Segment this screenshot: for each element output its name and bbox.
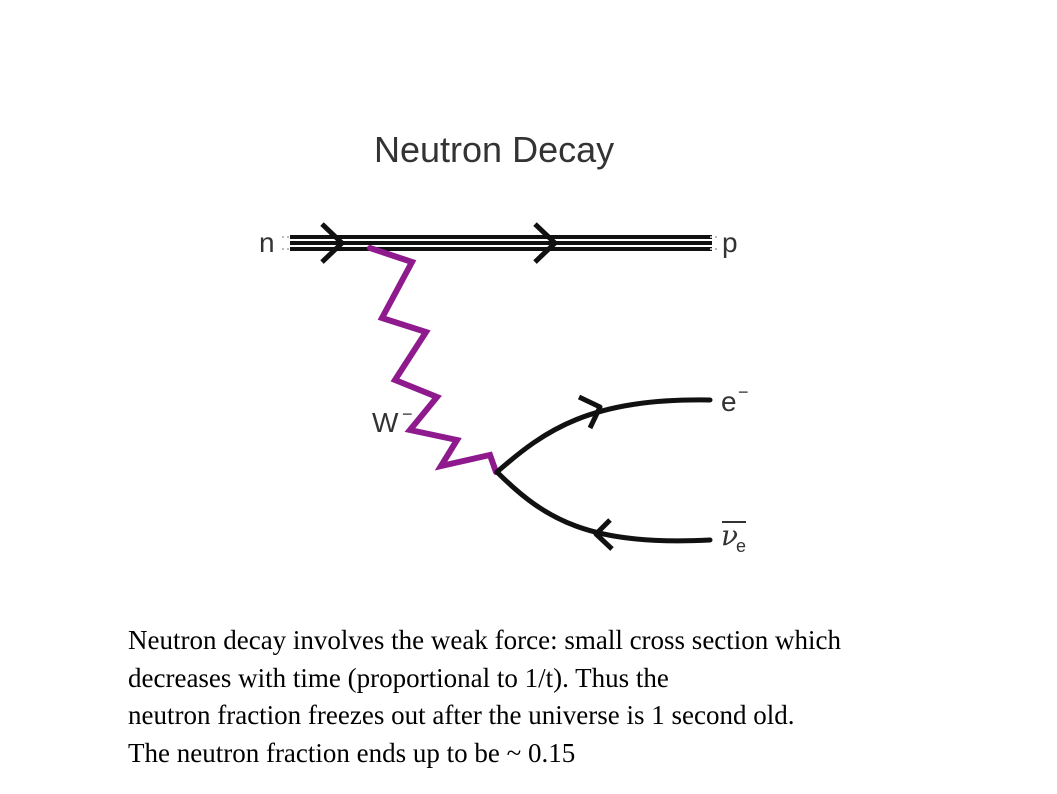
electron-arrow	[577, 394, 603, 430]
nucleon-arrow-1	[320, 222, 345, 264]
proton-label: p	[722, 227, 738, 258]
caption-text: Neutron decay involves the weak force: s…	[128, 622, 1028, 772]
electron-line	[494, 397, 713, 475]
diagram-title: Neutron Decay	[374, 129, 614, 170]
caption-line: Neutron decay involves the weak force: s…	[128, 625, 842, 655]
antineutrino-line	[494, 469, 713, 544]
antineutrino-subscript: e	[736, 536, 746, 556]
electron-charge: −	[738, 382, 749, 402]
w-boson-charge: −	[402, 404, 413, 424]
nucleon-line	[290, 235, 712, 251]
w-boson-line	[367, 245, 499, 475]
caption-line: decreases with time (proportional to 1/t…	[128, 662, 669, 693]
nucleon-arrow-2	[533, 222, 558, 264]
electron-label: e	[721, 386, 737, 417]
neutron-decay-feynman-diagram: Neutron Decay n p W − e − ν e	[259, 129, 749, 556]
caption-line: neutron fraction freezes out after the u…	[128, 700, 795, 730]
antineutrino-label: ν	[721, 519, 738, 552]
neutron-label: n	[259, 227, 275, 258]
antineutrino-arrow	[593, 518, 614, 551]
caption-line: The neutron fraction ends up to be ~ 0.1…	[128, 737, 576, 768]
w-boson-label: W	[372, 407, 399, 438]
